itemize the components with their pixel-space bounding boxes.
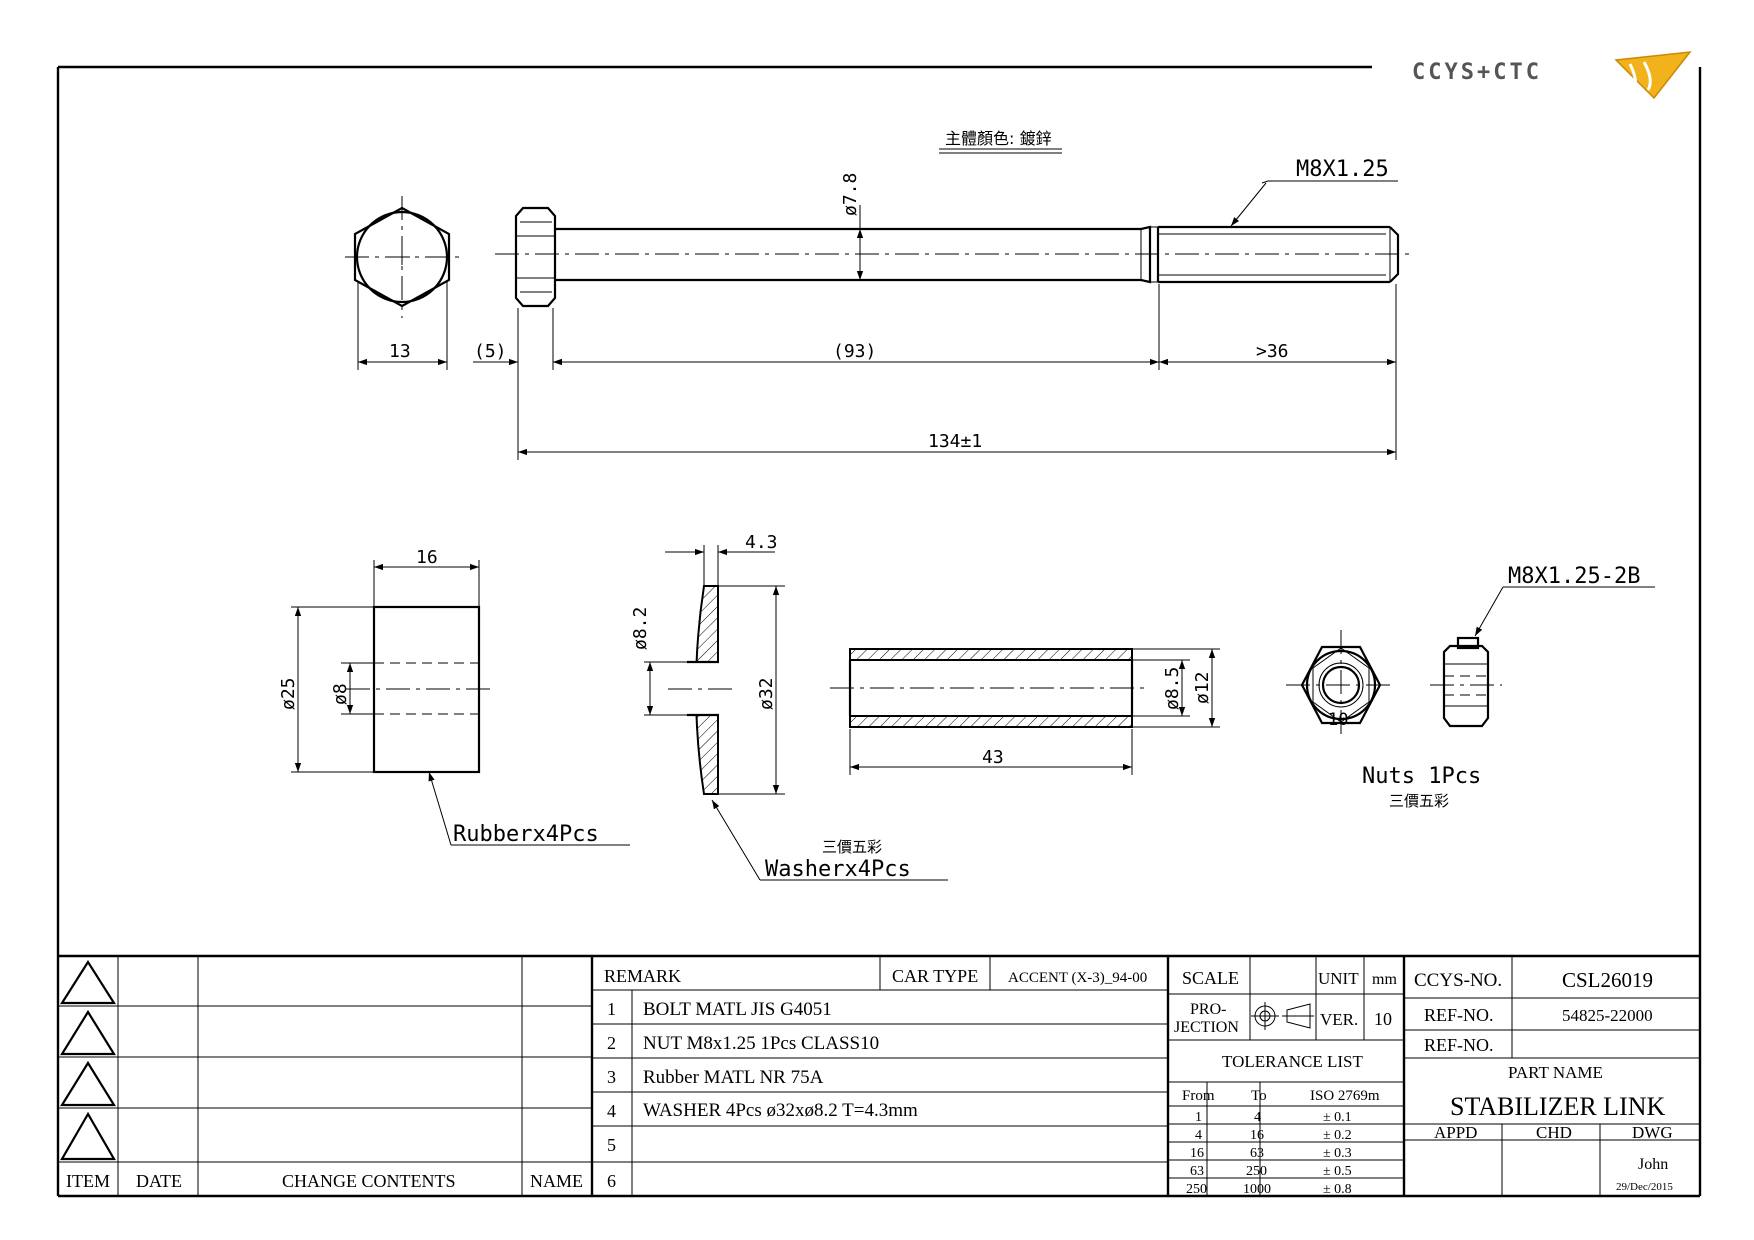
scale-label: SCALE [1182, 968, 1239, 988]
unit-label: UNIT [1318, 969, 1359, 988]
tolerance-title: TOLERANCE LIST [1222, 1052, 1363, 1071]
tol-value: ± 0.8 [1323, 1182, 1352, 1197]
dwg-name: John [1638, 1156, 1668, 1173]
washer-color-note: 三價五彩 [822, 838, 882, 856]
washer-part: 4.3 ø8.2 ø32 Washerx4Pcs 三價五彩 [630, 532, 948, 882]
nut-qty-label: Nuts 1Pcs [1362, 764, 1481, 789]
ref-no-label-1: REF-NO. [1424, 1005, 1494, 1025]
tol-header-to: To [1251, 1088, 1267, 1104]
dwg-label: DWG [1632, 1123, 1673, 1142]
remark-header: REMARK [604, 966, 681, 986]
rubber-width-label: 16 [416, 547, 438, 568]
rev-header-item: ITEM [66, 1171, 110, 1191]
nut-color-note: 三價五彩 [1389, 792, 1449, 810]
tol-from: 1 [1195, 1110, 1202, 1125]
ccys-no-label: CCYS-NO. [1414, 970, 1502, 991]
rev-header-name: NAME [530, 1171, 583, 1191]
rubber-outer-dia-label: ø25 [278, 677, 299, 710]
tol-value: ± 0.2 [1323, 1128, 1352, 1143]
rev-header-date: DATE [136, 1171, 182, 1191]
logo-emblem-icon [1614, 51, 1692, 100]
drawing-frame [56, 65, 1702, 1198]
bolt-end-view [345, 196, 460, 318]
logo-text: CCYS+CTC [1412, 60, 1542, 85]
remark-row-text: Rubber MATL NR 75A [643, 1067, 824, 1088]
remark-row-text: WASHER 4Pcs ø32xø8.2 T=4.3mm [643, 1100, 918, 1121]
remark-row-no: 2 [607, 1033, 616, 1053]
washer-thickness-label: 4.3 [745, 532, 778, 553]
washer-outer-dia-label: ø32 [756, 677, 777, 710]
tol-header-from: From [1182, 1088, 1215, 1104]
title-block: ITEM DATE CHANGE CONTENTS NAME REMARK CA… [58, 956, 1700, 1197]
dim-head-length: (5) [474, 341, 507, 362]
tol-from: 63 [1190, 1164, 1204, 1179]
bolt-side-view: ø7.8 M8X1.25 [495, 157, 1410, 308]
rubber-part: 16 ø25 ø8 Rubberx4Pcs [278, 547, 630, 847]
tol-from: 16 [1190, 1146, 1204, 1161]
ref-no-label-2: REF-NO. [1424, 1035, 1494, 1055]
tol-value: ± 0.5 [1323, 1164, 1352, 1179]
nut-size-label: 10 [1328, 710, 1348, 730]
projection-symbol-icon [1251, 1002, 1314, 1030]
remark-row-no: 1 [607, 999, 616, 1019]
car-type-label: CAR TYPE [892, 966, 978, 986]
part-name-label: PART NAME [1508, 1063, 1603, 1082]
nut-part: 10 M8X1.25-2B Nuts 1Pcs 三價五彩 [1286, 564, 1655, 810]
tol-to: 4 [1254, 1110, 1261, 1125]
part-name-value: STABILIZER LINK [1450, 1092, 1665, 1121]
dim-total-length: 134±1 [928, 431, 982, 452]
body-color-note: 主體顏色: 鍍鋅 [939, 129, 1062, 154]
remark-row-text: NUT M8x1.25 1Pcs CLASS10 [643, 1033, 879, 1054]
tol-to: 63 [1250, 1146, 1264, 1161]
tol-header-iso: ISO 2769m [1310, 1088, 1380, 1104]
dim-thread-length: >36 [1256, 341, 1289, 362]
ccys-no-value: CSL26019 [1562, 968, 1653, 992]
ref-no-value-1: 54825-22000 [1562, 1006, 1653, 1025]
sleeve-length-label: 43 [982, 747, 1004, 768]
projection-label-2: JECTION [1174, 1019, 1239, 1036]
company-logo: CCYS+CTC [1412, 51, 1692, 100]
appd-label: APPD [1434, 1123, 1477, 1142]
rubber-qty-label: Rubberx4Pcs [453, 822, 599, 847]
body-color-text: 主體顏色: 鍍鋅 [945, 129, 1051, 148]
sleeve-part: 43 ø8.5 ø12 [830, 648, 1220, 775]
revision-marker-icons [59, 959, 117, 1161]
washer-inner-dia-label: ø8.2 [630, 607, 651, 650]
rubber-inner-dia-label: ø8 [330, 683, 351, 705]
dim-hex-width: 13 [389, 341, 411, 362]
tolerance-rows: 1 4 ± 0.1 4 16 ± 0.2 16 63 ± 0.3 63 250 … [1186, 1110, 1352, 1197]
dim-shank-length: (93) [833, 341, 876, 362]
sleeve-inner-dia-label: ø8.5 [1162, 667, 1183, 710]
tol-from: 4 [1195, 1128, 1202, 1143]
chd-label: CHD [1536, 1123, 1572, 1142]
dwg-date: 29/Dec/2015 [1616, 1181, 1673, 1193]
bolt-dimensions: 13 (5) (93) >36 134±1 [357, 282, 1397, 460]
tol-from: 250 [1186, 1182, 1207, 1197]
remark-row-no: 3 [607, 1067, 616, 1087]
nut-thread-label: M8X1.25-2B [1508, 564, 1640, 589]
ver-value: 10 [1374, 1009, 1392, 1029]
remark-row-no: 5 [607, 1135, 616, 1155]
projection-label-1: PRO- [1190, 1001, 1226, 1018]
bolt-thread-label: M8X1.25 [1296, 157, 1389, 182]
car-type-value: ACCENT (X-3)_94-00 [1008, 970, 1147, 986]
bolt-diameter-label: ø7.8 [840, 173, 861, 216]
washer-qty-label: Washerx4Pcs [765, 857, 911, 882]
tol-value: ± 0.1 [1323, 1110, 1352, 1125]
remark-row-text: BOLT MATL JIS G4051 [643, 999, 832, 1020]
sleeve-outer-dia-label: ø12 [1192, 671, 1213, 704]
tol-to: 250 [1246, 1164, 1267, 1179]
ver-label: VER. [1320, 1010, 1358, 1029]
remark-row-no: 6 [607, 1171, 616, 1191]
remark-row-no: 4 [607, 1101, 616, 1121]
tol-to: 1000 [1243, 1182, 1271, 1197]
tol-to: 16 [1250, 1128, 1264, 1143]
remark-rows: 1 BOLT MATL JIS G4051 2 NUT M8x1.25 1Pcs… [607, 999, 918, 1191]
tol-value: ± 0.3 [1323, 1146, 1352, 1161]
rev-header-contents: CHANGE CONTENTS [282, 1171, 456, 1191]
unit-value: mm [1372, 971, 1397, 988]
